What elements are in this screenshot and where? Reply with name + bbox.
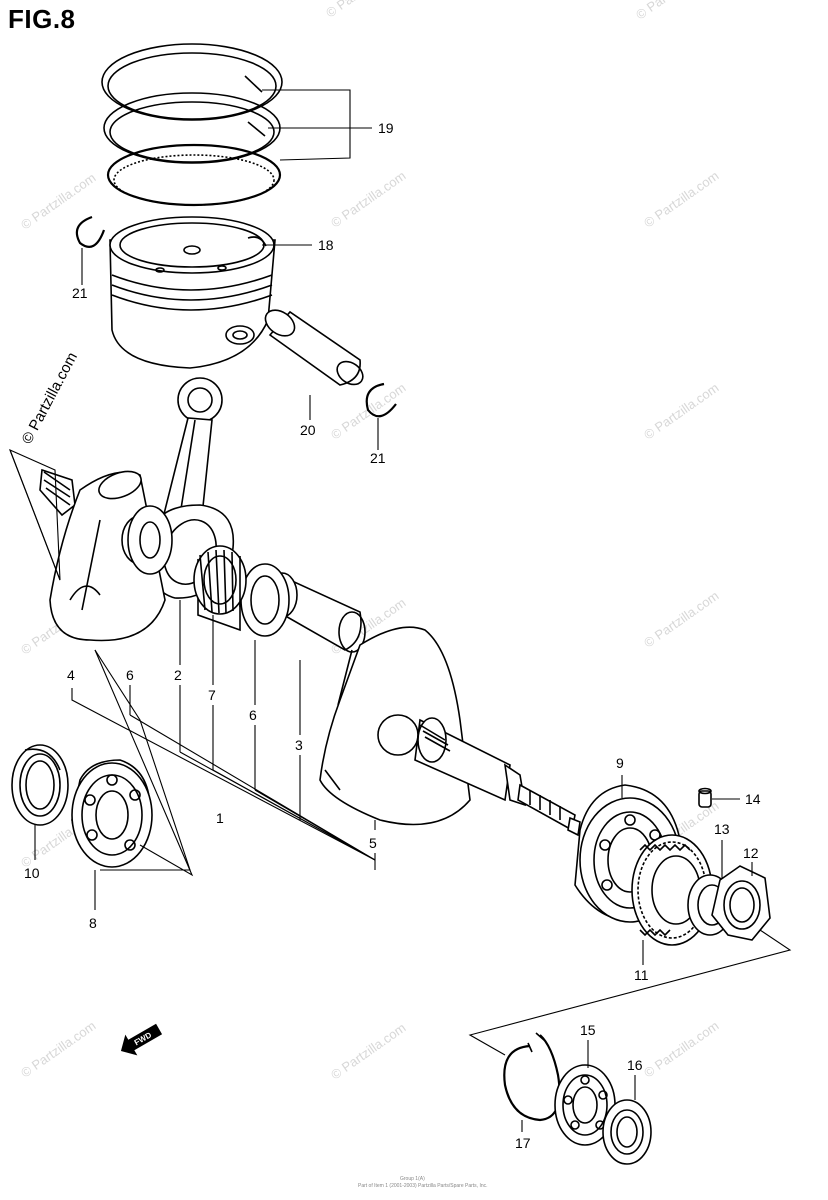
watermark: © Partzilla.com	[18, 1018, 98, 1081]
watermark: © Partzilla.com	[641, 168, 721, 231]
callout-19: 19	[378, 120, 394, 136]
callout-8: 8	[89, 915, 97, 931]
footer: Group 1(A) Part of Item 1 (2001-2003) Pa…	[358, 1176, 488, 1189]
leader-lines	[9, 89, 792, 1132]
watermark: © Partzilla.com	[641, 380, 721, 443]
callout-9: 9	[616, 755, 624, 771]
footer-group-text: Group 1(A)	[400, 1176, 425, 1182]
watermark: © Partzilla.com	[18, 170, 98, 233]
watermark: © Partzilla.com	[641, 588, 721, 651]
watermark: © Partzilla.com	[328, 168, 408, 231]
callout-6: 6	[249, 707, 257, 723]
figure-title: FIG.8	[8, 4, 76, 34]
piston	[109, 216, 276, 369]
callout-14: 14	[745, 791, 761, 807]
callout-2: 2	[174, 667, 182, 683]
oil-seal	[602, 1099, 652, 1165]
watermark: © Partzilla.com	[641, 1018, 721, 1081]
footer-copyright: Part of Item 1 (2001-2003) Partzilla Par…	[358, 1183, 488, 1189]
circlip	[503, 1032, 561, 1122]
watermark: © Partzilla.com	[633, 0, 713, 22]
ball-bearing	[554, 1064, 616, 1146]
callout-21: 21	[72, 285, 88, 301]
needle-bearing	[193, 545, 247, 632]
right-crank-web	[319, 626, 581, 837]
watermark: © Partzilla.com	[328, 1020, 408, 1083]
nut	[711, 865, 771, 941]
forward-arrow-icon: FWD	[120, 1023, 163, 1056]
oil-seal	[11, 744, 69, 826]
callout-11: 11	[634, 967, 649, 983]
callout-18: 18	[318, 237, 334, 253]
callout-16: 16	[627, 1057, 643, 1073]
callout-4: 4	[67, 667, 75, 683]
callout-labels: 19 18 21 20 21 4 6 2 7 6 3 1 5 10 8 9 14…	[24, 120, 761, 1151]
piston-rings	[101, 43, 283, 207]
callout-17: 17	[515, 1135, 531, 1151]
callout-5: 5	[369, 835, 377, 851]
callout-12: 12	[743, 845, 759, 861]
callout-3: 3	[295, 737, 303, 753]
callout-21: 21	[370, 450, 386, 466]
callout-20: 20	[300, 422, 316, 438]
circlip	[75, 215, 397, 418]
callout-1: 1	[216, 810, 224, 826]
thrust-washer	[127, 505, 290, 637]
dowel-pin	[698, 787, 712, 808]
callout-10: 10	[24, 865, 40, 881]
ball-bearing	[71, 759, 153, 868]
piston-pin	[264, 309, 364, 386]
callout-13: 13	[714, 821, 730, 837]
watermark: © Partzilla.com	[323, 0, 403, 20]
callout-6: 6	[126, 667, 134, 683]
side-watermark: © Partzilla.com	[19, 350, 81, 447]
callout-7: 7	[208, 687, 216, 703]
callout-15: 15	[580, 1022, 596, 1038]
